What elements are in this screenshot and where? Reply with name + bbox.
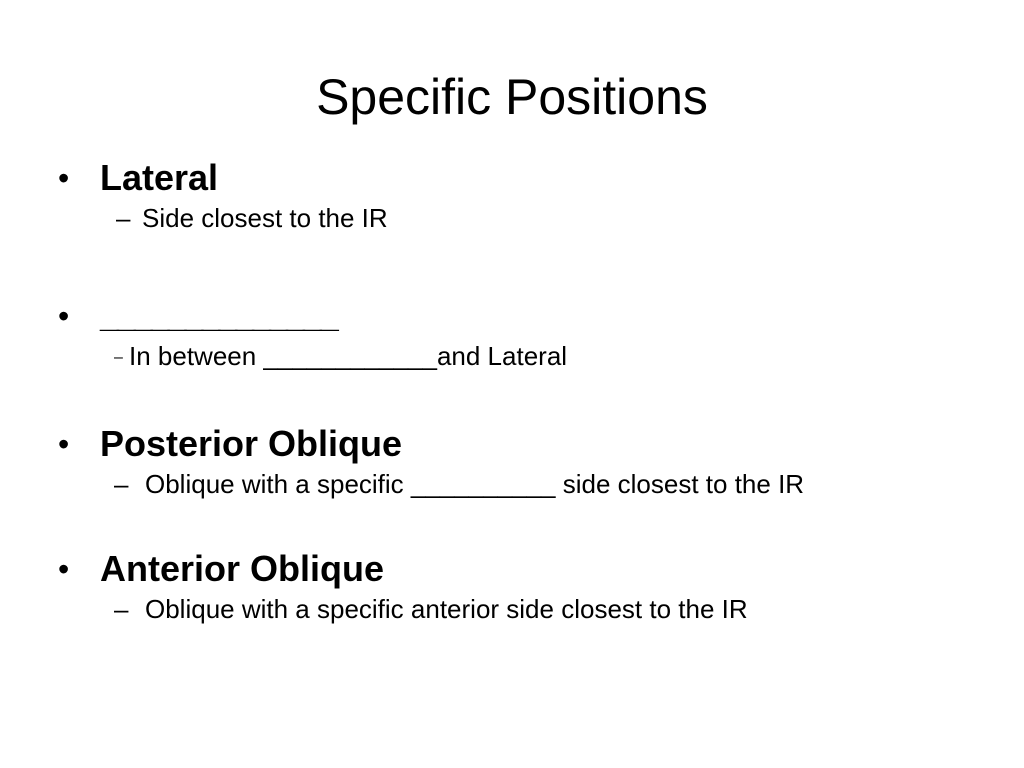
list-item-anterior-oblique: • Anterior Oblique – Oblique with a spec…: [58, 547, 998, 626]
list-item-blank: • ______________ – In between __________…: [58, 294, 998, 373]
bullet-marker: •: [58, 298, 70, 334]
sub-row: – Oblique with a specific anterior side …: [58, 592, 998, 626]
sub-row: – Side closest to the IR: [58, 201, 998, 235]
item-heading: Lateral: [100, 157, 219, 198]
bullet-marker: •: [58, 551, 70, 587]
dash-marker: –: [114, 469, 129, 499]
bullet-marker: •: [58, 426, 70, 462]
item-description: In between ____________and Lateral: [129, 341, 568, 371]
bullet-row: • Lateral: [58, 156, 998, 200]
bullet-row: • Anterior Oblique: [58, 547, 998, 591]
list-item-lateral: • Lateral – Side closest to the IR: [58, 156, 998, 235]
item-description: Oblique with a specific anterior side cl…: [145, 594, 748, 624]
dash-marker: –: [114, 349, 123, 366]
dash-marker: –: [114, 594, 129, 624]
item-heading-blank: ______________: [100, 297, 339, 335]
item-description: Side closest to the IR: [142, 203, 388, 233]
item-heading: Posterior Oblique: [100, 423, 403, 464]
sub-row: – Oblique with a specific __________ sid…: [58, 467, 998, 501]
bullet-row: • Posterior Oblique: [58, 422, 998, 466]
item-heading: Anterior Oblique: [100, 548, 385, 589]
item-description: Oblique with a specific __________ side …: [145, 469, 805, 499]
bullet-marker: •: [58, 160, 70, 196]
bullet-row: • ______________: [58, 294, 998, 338]
sub-row: – In between ____________and Lateral: [58, 339, 998, 373]
slide-title: Specific Positions: [316, 69, 708, 125]
dash-marker: –: [116, 203, 131, 233]
list-item-posterior-oblique: • Posterior Oblique – Oblique with a spe…: [58, 422, 998, 501]
